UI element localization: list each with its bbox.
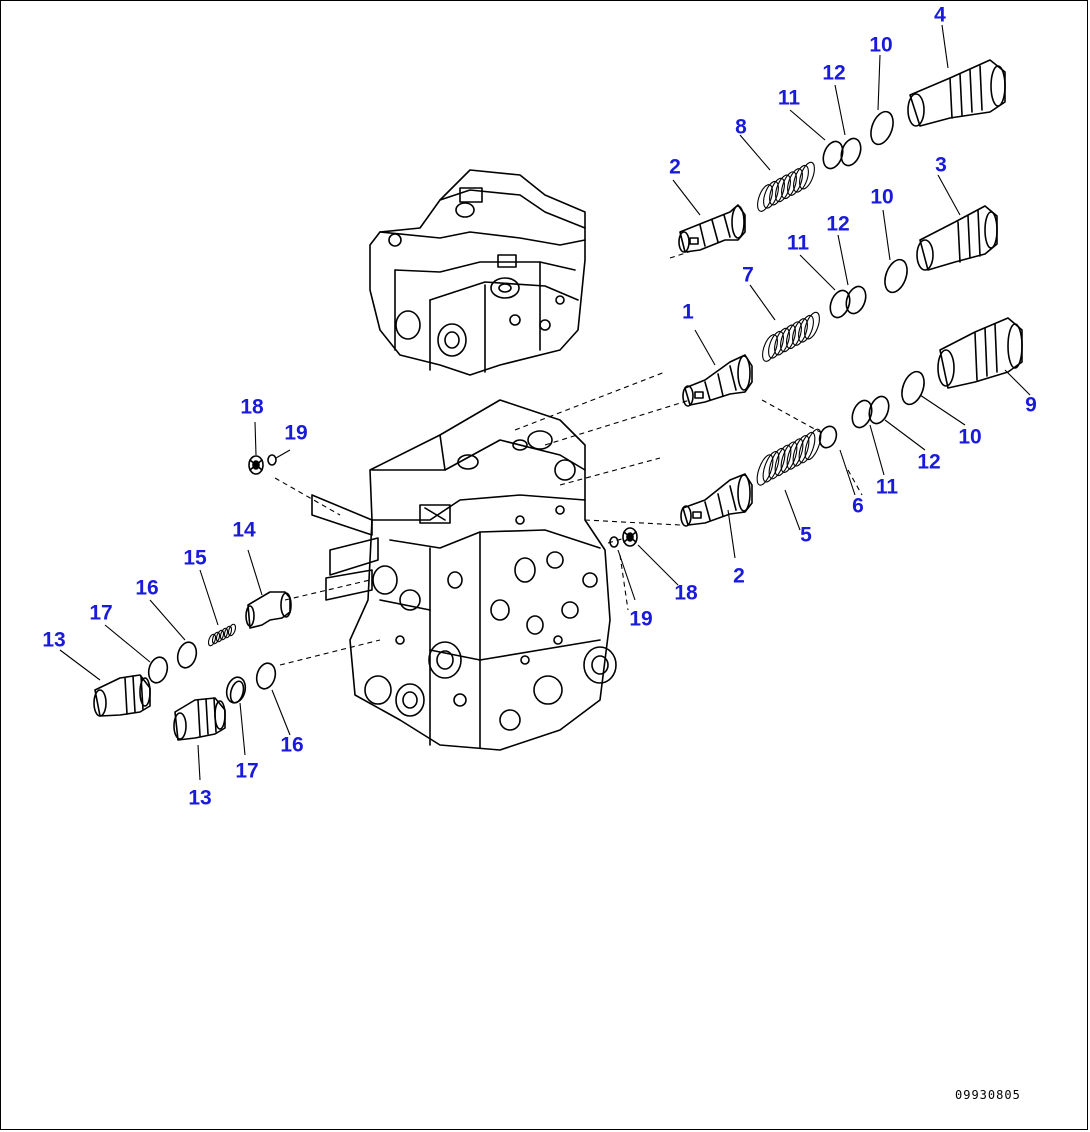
callout-18-upper: 18 xyxy=(240,395,264,419)
callout-15: 15 xyxy=(183,546,207,570)
spool-2-upper xyxy=(678,204,746,253)
spring-coil xyxy=(227,623,237,637)
callout-11-top: 11 xyxy=(777,86,801,110)
spring-coil xyxy=(793,164,809,193)
callout-17-upper: 17 xyxy=(89,601,113,625)
callout-10-bottom: 10 xyxy=(958,425,982,449)
callout-14: 14 xyxy=(232,518,256,542)
leader-lines xyxy=(59,24,1031,781)
callout-16-upper: 16 xyxy=(135,576,159,600)
callout-4: 4 xyxy=(934,3,946,27)
spring-15 xyxy=(207,623,237,647)
drawing-code: 09930805 xyxy=(955,1088,1021,1102)
callout-17-lower: 17 xyxy=(235,759,259,783)
callout-2-lower: 2 xyxy=(733,564,745,588)
spring-coil xyxy=(804,311,820,340)
callout-7: 7 xyxy=(742,263,754,287)
callout-12-top: 12 xyxy=(822,61,846,85)
spool-1 xyxy=(682,354,753,407)
callout-8: 8 xyxy=(735,115,747,139)
plug-18-lower xyxy=(622,527,638,547)
callout-1: 1 xyxy=(682,300,694,324)
callout-11-middle: 11 xyxy=(786,231,810,255)
spring-coil xyxy=(799,161,815,190)
spring-8 xyxy=(757,161,815,212)
callout-19-upper: 19 xyxy=(284,421,308,445)
callout-10-top: 10 xyxy=(869,33,893,57)
callout-18-lower: 18 xyxy=(674,581,698,605)
callout-13-lower: 13 xyxy=(188,786,212,810)
callout-10-middle: 10 xyxy=(870,185,894,209)
plug-4 xyxy=(907,59,1006,127)
plug-13-lower xyxy=(173,697,226,741)
spring-coil xyxy=(798,314,814,343)
main-valve-body xyxy=(349,399,617,751)
callout-16-lower: 16 xyxy=(280,733,304,757)
assembly-lines xyxy=(274,249,863,666)
spring-7 xyxy=(762,311,820,362)
callout-12-middle: 12 xyxy=(826,212,850,236)
valve-14 xyxy=(245,591,292,629)
plug-9 xyxy=(937,317,1023,389)
callout-11-bottom: 11 xyxy=(875,475,899,499)
spool-2-lower xyxy=(680,473,753,527)
bracket-plate xyxy=(311,494,379,601)
callout-12-bottom: 12 xyxy=(917,450,941,474)
spring-coil xyxy=(804,428,822,461)
callout-5: 5 xyxy=(800,523,812,547)
callout-2-upper: 2 xyxy=(669,155,681,179)
plug-3 xyxy=(916,205,998,271)
plug-13-upper xyxy=(93,674,151,717)
callout-3: 3 xyxy=(935,153,947,177)
spring-5 xyxy=(756,428,822,486)
callout-9: 9 xyxy=(1025,393,1037,417)
callout-6: 6 xyxy=(852,494,864,518)
callout-19-lower: 19 xyxy=(629,607,653,631)
washer-17 xyxy=(229,680,245,704)
callout-13-upper: 13 xyxy=(42,628,66,652)
upper-valve-block xyxy=(369,169,586,376)
plug-18-upper xyxy=(248,455,264,475)
